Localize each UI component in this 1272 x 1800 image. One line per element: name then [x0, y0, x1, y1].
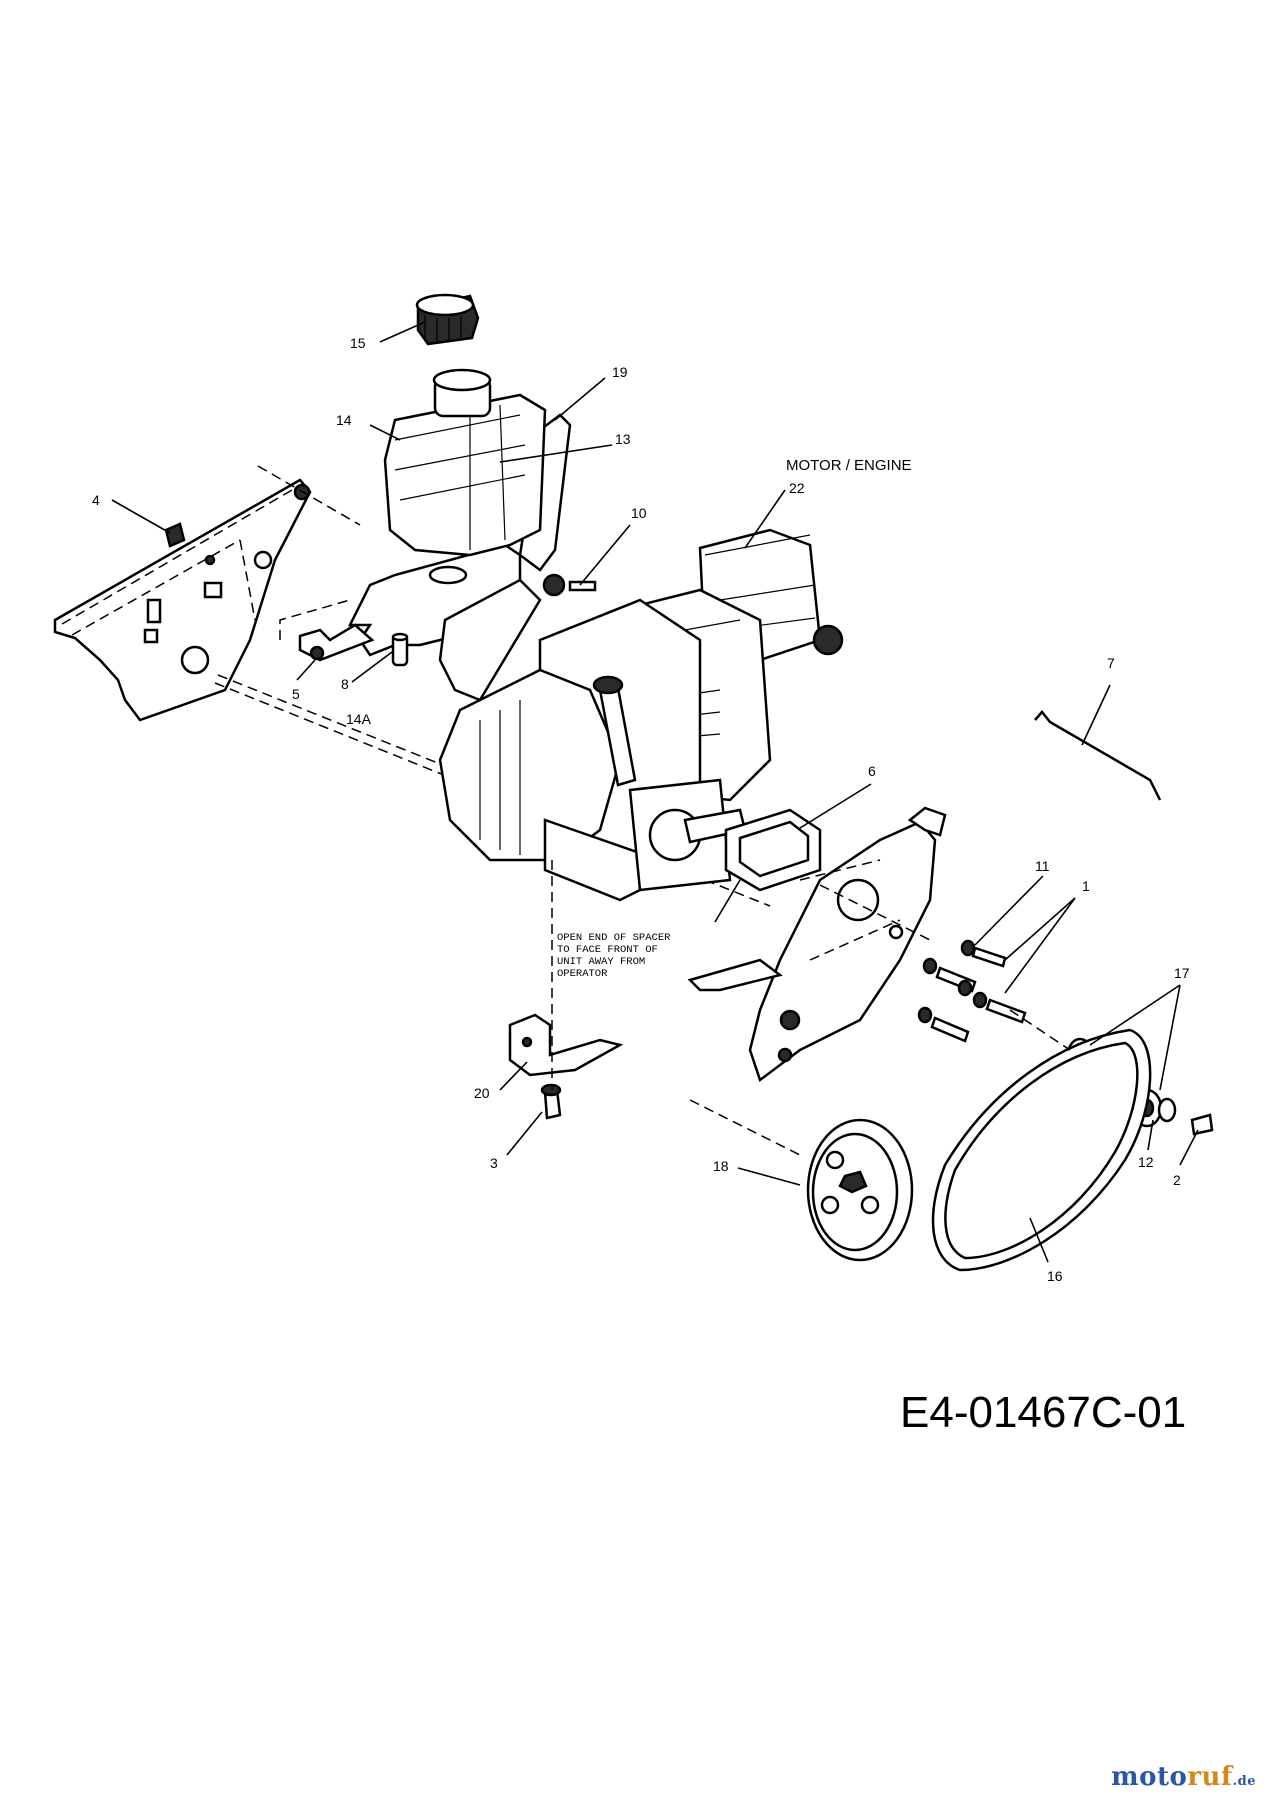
engine-bolts [917, 939, 1027, 1043]
label-13: 13 [615, 431, 631, 447]
label-12: 12 [1138, 1154, 1154, 1170]
label-11: 11 [1035, 858, 1050, 874]
label-19: 19 [612, 364, 628, 380]
engine-caption: MOTOR / ENGINE [786, 457, 912, 474]
brand-part-2: ruf [1187, 1762, 1233, 1792]
brand-part-1: moto [1111, 1762, 1188, 1792]
brand-logo: motoruf.de [1111, 1762, 1256, 1792]
label-18: 18 [713, 1158, 729, 1174]
brand-suffix: .de [1232, 1774, 1256, 1789]
spacer-note-line-3: UNIT AWAY FROM [557, 956, 645, 968]
label-2: 2 [1173, 1172, 1181, 1188]
label-10: 10 [631, 505, 647, 521]
part-labels: 15 19 13 14 4 10 MOTOR / ENGINE 22 5 8 1… [92, 335, 1190, 1284]
label-6: 6 [868, 763, 876, 779]
label-3: 3 [490, 1155, 498, 1171]
label-14: 14 [336, 412, 352, 428]
label-20: 20 [474, 1085, 490, 1101]
diagram-code: E4-01467C-01 [900, 1388, 1186, 1437]
explode-lines [257, 465, 1071, 1156]
engine-spacer [724, 808, 822, 892]
label-14a: 14A [346, 711, 372, 727]
engine [438, 528, 844, 902]
right-frame-plate [687, 806, 947, 1083]
v-belt [931, 1028, 1152, 1272]
label-22: 22 [789, 480, 805, 496]
label-15: 15 [350, 335, 366, 351]
label-16: 16 [1047, 1268, 1063, 1284]
label-8: 8 [341, 676, 349, 692]
spacer-note-line-1: OPEN END OF SPACER [557, 932, 671, 944]
throttle-cable [1034, 710, 1162, 801]
label-5: 5 [292, 686, 300, 702]
lower-bracket [508, 860, 624, 1120]
spacer-note: OPEN END OF SPACER TO FACE FRONT OF UNIT… [557, 932, 671, 980]
label-1: 1 [1082, 878, 1090, 894]
auger-pulley [806, 1118, 914, 1262]
label-7: 7 [1107, 655, 1115, 671]
fuel-tank [383, 368, 547, 557]
leader-lines [111, 321, 1199, 1263]
left-frame-plate [53, 478, 312, 722]
spacer-note-line-4: OPERATOR [557, 968, 608, 980]
spacer-note-line-2: TO FACE FRONT OF [557, 944, 658, 956]
label-17: 17 [1174, 965, 1190, 981]
small-fasteners [164, 522, 409, 667]
label-4: 4 [92, 492, 100, 508]
gas-cap [415, 293, 480, 346]
